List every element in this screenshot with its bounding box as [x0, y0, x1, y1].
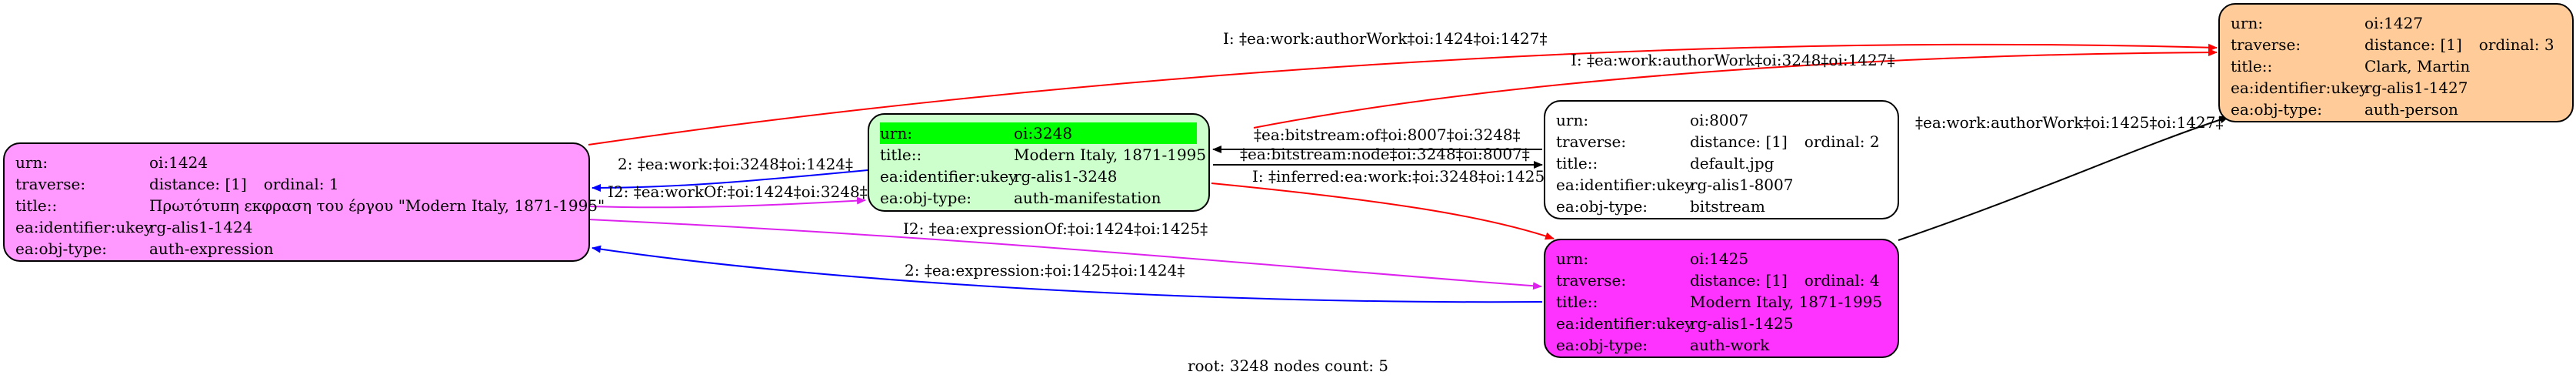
ukey-key: ea:identifier:ukey — [15, 218, 153, 236]
title-value: Modern Italy, 1871-1995 — [1014, 146, 1207, 164]
node-oi-3248[interactable]: urn:oi:3248 title::Modern Italy, 1871-19… — [868, 113, 1210, 212]
edge-label-3248-bitstream-node-8007: ‡ea:bitstream:node‡oi:3248‡oi:8007‡ — [1240, 145, 1530, 163]
edge-1425-authorwork-1427 — [1898, 116, 2229, 241]
traverse-value: distance: [1] — [2364, 35, 2462, 54]
node-oi-1425[interactable]: urn: oi:1425 traverse: distance: [1] ordina… — [1544, 239, 1899, 358]
urn-value: oi:3248 — [1014, 122, 1197, 144]
edge-3248-inferred-work-1425 — [1211, 182, 1555, 240]
title-value: default.jpg — [1690, 154, 1775, 172]
edge-1425-expression-1424 — [592, 245, 1543, 303]
ukey-value: rg-alis1-1425 — [1690, 314, 1794, 333]
title-key: title:: — [15, 196, 58, 215]
edge-label-3248-inferred-work-1425: I: ‡inferred:ea:work:‡oi:3248‡oi:1425‡ — [1252, 167, 1552, 186]
urn-value: oi:8007 — [1690, 111, 1749, 129]
edge-label-1424-expressionof-1425: I2: ‡ea:expressionOf:‡oi:1424‡oi:1425‡ — [903, 219, 1208, 238]
obj-type-key: ea:obj-type: — [880, 189, 972, 207]
node-oi-1424[interactable]: urn: oi:1424 traverse: distance: [1] ordina… — [3, 142, 605, 262]
ukey-value: rg-alis1-8007 — [1690, 176, 1794, 194]
obj-type-key: ea:obj-type: — [1556, 197, 1648, 216]
urn-key: urn: — [880, 122, 1014, 144]
title-key: title:: — [1556, 154, 1598, 172]
node-oi-8007[interactable]: urn: oi:8007 traverse: distance: [1] ordina… — [1544, 100, 1899, 219]
title-value: Πρωτότυπη εκφραση του έργου "Modern Ital… — [149, 196, 605, 215]
ukey-key: ea:identifier:ukey — [2231, 79, 2368, 97]
edge-3248-authorwork-1427 — [1253, 49, 2218, 129]
ukey-key: ea:identifier:ukey — [1556, 314, 1694, 333]
urn-key: urn: — [2231, 14, 2264, 32]
edge-1424-workof-3248 — [588, 196, 866, 209]
urn-key: urn: — [1556, 111, 1589, 129]
obj-type-value: auth-manifestation — [1014, 189, 1161, 207]
traverse-value: distance: [1] — [1690, 132, 1788, 151]
ukey-value: rg-alis1-3248 — [1014, 167, 1118, 186]
edge-label-3248-authorwork-1427: I: ‡ea:work:authorWork‡oi:3248‡oi:1427‡ — [1571, 51, 1895, 69]
edge-label-1424-authorwork-1427: I: ‡ea:work:authorWork‡oi:1424‡oi:1427‡ — [1223, 29, 1547, 48]
obj-type-value: auth-person — [2364, 100, 2458, 119]
ukey-key: ea:identifier:ukey — [1556, 176, 1694, 194]
obj-type-key: ea:obj-type: — [1556, 336, 1648, 354]
urn-value: oi:1427 — [2364, 14, 2424, 32]
title-value: Modern Italy, 1871-1995 — [1690, 293, 1883, 311]
obj-type-value: bitstream — [1690, 197, 1765, 216]
edge-1424-expressionof-1425 — [588, 219, 1542, 290]
edge-label-1425-expression-1424: 2: ‡ea:expression:‡oi:1425‡oi:1424‡ — [905, 261, 1185, 280]
node-oi-1427[interactable]: urn: oi:1427 traverse: distance: [1] ordina… — [2218, 3, 2574, 122]
title-key: title:: — [2231, 57, 2273, 75]
ordinal-value: ordinal: 1 — [263, 175, 339, 193]
urn-key: urn: — [15, 153, 48, 172]
edge-label-8007-bitstream-of-3248: ‡ea:bitstream:of‡oi:8007‡oi:3248‡ — [1254, 126, 1521, 144]
ordinal-value: ordinal: 3 — [2478, 35, 2554, 54]
traverse-key: traverse: — [2231, 35, 2301, 54]
ordinal-value: ordinal: 2 — [1804, 132, 1880, 151]
title-key: title:: — [880, 146, 922, 164]
edge-3248-work-1424 — [592, 169, 868, 192]
ukey-key: ea:identifier:ukey — [880, 167, 1018, 186]
edge-label-3248-work-1424: 2: ‡ea:work:‡oi:3248‡oi:1424‡ — [618, 155, 853, 173]
edge-1424-authorwork-1427 — [588, 43, 2218, 146]
traverse-key: traverse: — [15, 175, 86, 193]
graph-footer: root: 3248 nodes count: 5 — [1187, 357, 1389, 375]
title-value: Clark, Martin — [2364, 57, 2471, 75]
traverse-key: traverse: — [1556, 271, 1627, 290]
ukey-value: rg-alis1-1424 — [149, 218, 253, 236]
edge-label-1424-workof-3248: I2: ‡ea:workOf:‡oi:1424‡oi:3248‡ — [608, 182, 868, 201]
traverse-value: distance: [1] — [1690, 271, 1788, 290]
traverse-key: traverse: — [1556, 132, 1627, 151]
urn-value: oi:1424 — [149, 153, 208, 172]
ordinal-value: ordinal: 4 — [1804, 271, 1880, 290]
obj-type-key: ea:obj-type: — [2231, 100, 2323, 119]
edge-label-1425-authorwork-1427: ‡ea:work:authorWork‡oi:1425‡oi:1427‡ — [1915, 113, 2223, 132]
obj-type-key: ea:obj-type: — [15, 239, 108, 258]
obj-type-value: auth-expression — [149, 239, 274, 258]
obj-type-value: auth-work — [1690, 336, 1770, 354]
urn-value: oi:1425 — [1690, 249, 1749, 268]
traverse-value: distance: [1] — [149, 175, 247, 193]
urn-key: urn: — [1556, 249, 1589, 268]
ukey-value: rg-alis1-1427 — [2364, 79, 2468, 97]
title-key: title:: — [1556, 293, 1598, 311]
